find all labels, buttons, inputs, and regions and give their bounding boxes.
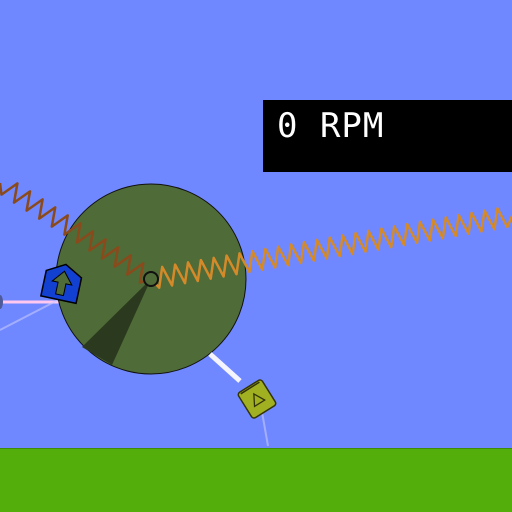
ground xyxy=(0,448,512,512)
thruster-blue[interactable] xyxy=(39,261,84,305)
triangle-icon xyxy=(253,392,267,408)
wheel-sector-marker xyxy=(82,279,151,365)
spring-left xyxy=(0,182,152,284)
up-arrow-icon xyxy=(51,270,73,297)
pink-beam-glow xyxy=(0,299,59,331)
thruster-green[interactable] xyxy=(237,379,277,419)
white-beam xyxy=(208,352,242,383)
beam-emitter xyxy=(0,295,3,309)
rpm-display: 0 RPM xyxy=(263,100,512,172)
white-beam-glow xyxy=(261,411,269,447)
circle-pivot-icon[interactable] xyxy=(143,271,159,287)
spring-right xyxy=(150,207,512,289)
rpm-readout: 0 RPM xyxy=(277,106,385,146)
